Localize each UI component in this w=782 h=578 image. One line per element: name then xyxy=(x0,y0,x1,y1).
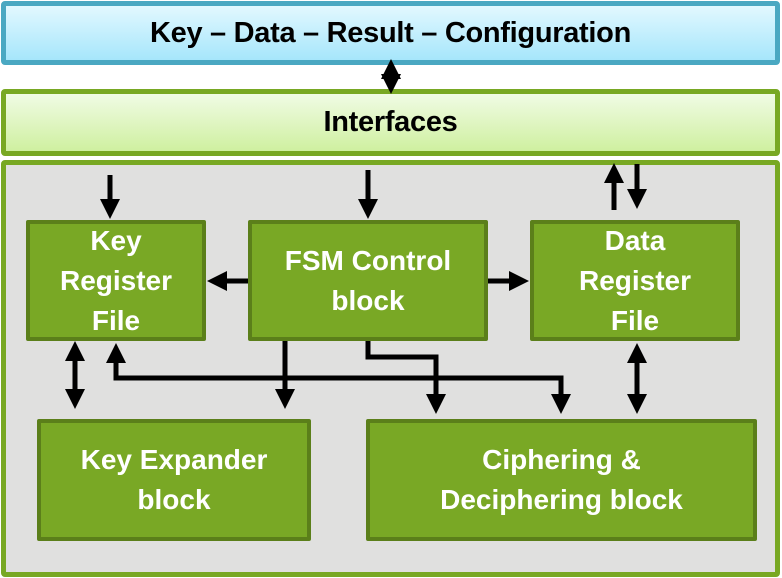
block-label-line: Deciphering block xyxy=(440,484,683,515)
block-label-line: File xyxy=(91,304,141,336)
top-bar-label: Key – Data – Result – Configuration xyxy=(150,16,631,49)
block-label-line: Ciphering & xyxy=(482,444,641,475)
key-expander-block: Key Expander block xyxy=(37,419,311,541)
interfaces-bar: Interfaces xyxy=(1,89,780,156)
block-label-line: block xyxy=(331,284,405,316)
block-label-line: Key Expander xyxy=(80,444,268,475)
key-data-result-configuration-bar: Key – Data – Result – Configuration xyxy=(1,1,780,65)
block-label-line: File xyxy=(610,304,660,336)
ciphering-deciphering-block: Ciphering & Deciphering block xyxy=(366,419,757,541)
block-label-line: block xyxy=(137,484,211,515)
fsm-control-block: FSM Control block xyxy=(248,220,488,341)
key-register-file-block: Key Register File xyxy=(26,220,206,341)
block-label-line: Register xyxy=(59,264,173,296)
block-label-line: Register xyxy=(578,264,692,296)
block-label-line: Key xyxy=(90,224,142,256)
data-register-file-block: Data Register File xyxy=(530,220,740,341)
block-label-line: FSM Control xyxy=(284,244,452,276)
block-label-line: Data xyxy=(604,224,666,256)
interfaces-label: Interfaces xyxy=(323,106,458,138)
